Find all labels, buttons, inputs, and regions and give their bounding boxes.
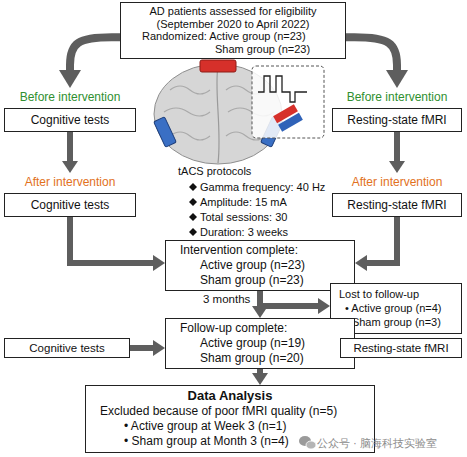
protocol-text: Amplitude: 15 mA bbox=[200, 195, 287, 209]
flow-arrow bbox=[394, 132, 400, 162]
process-box: Follow-up complete:Active group (n=19) S… bbox=[165, 318, 355, 369]
process-box: Cognitive tests bbox=[4, 338, 130, 358]
flow-arrow bbox=[130, 345, 154, 351]
protocol-text: tACS protocols bbox=[178, 164, 251, 178]
process-box: Before interventionCognitive tests bbox=[4, 88, 136, 132]
bullet-diamond bbox=[189, 213, 197, 221]
node-text: Resting-state fMRI bbox=[332, 193, 462, 217]
node-text: • Active group at Week 3 (n=1) bbox=[124, 419, 368, 434]
square-wave bbox=[258, 76, 307, 102]
bullet-diamond bbox=[189, 198, 197, 206]
flow-arrow bbox=[70, 37, 120, 70]
brain-illustration bbox=[154, 60, 324, 164]
waveform-inset bbox=[252, 66, 324, 138]
flow-arrow bbox=[257, 369, 263, 374]
bullet-diamond bbox=[189, 183, 197, 191]
protocol-text: Gamma frequency: 40 Hz bbox=[200, 180, 325, 194]
node-text: Active group (n=23) Sham group (n=23) bbox=[200, 258, 325, 288]
blue-electrode bbox=[278, 113, 303, 132]
bullet-diamonds bbox=[189, 183, 197, 236]
blue-electrode-pad bbox=[154, 117, 177, 147]
process-box: AD patients assessed for eligibility (Se… bbox=[120, 2, 346, 59]
node-text: Intervention complete: bbox=[166, 243, 354, 258]
node-text: Lost to follow-up bbox=[339, 287, 453, 301]
protocol-text: Duration: 3 weeks bbox=[200, 225, 288, 239]
electrode-pair-icon bbox=[273, 104, 303, 132]
node-text: Resting-state fMRI bbox=[332, 108, 462, 132]
protocol-text: Total sessions: 30 bbox=[200, 210, 287, 224]
node-text: Cognitive tests bbox=[4, 108, 136, 132]
node-text: Resting-state fMRI bbox=[353, 342, 448, 354]
flow-arrow bbox=[70, 217, 154, 263]
process-box: Intervention complete:Active group (n=23… bbox=[165, 240, 355, 291]
node-text: After intervention bbox=[332, 173, 462, 191]
node-text: Cognitive tests bbox=[4, 193, 136, 217]
process-box: Before interventionResting-state fMRI bbox=[332, 88, 462, 132]
process-box: Resting-state fMRI bbox=[340, 338, 462, 358]
watermark: 公众号 · 脑海科技实验室 bbox=[317, 436, 437, 450]
flow-arrow bbox=[260, 291, 319, 306]
node-text: Randomized: Active group (n=23) Sham gro… bbox=[142, 30, 322, 55]
node-text: • Sham group (n=3) bbox=[345, 315, 453, 329]
bullet-diamond bbox=[189, 228, 197, 236]
flow-arrow bbox=[346, 37, 397, 70]
node-text: AD patients assessed for eligibility (Se… bbox=[124, 5, 342, 30]
node-text: • Active group (n=4) bbox=[345, 301, 453, 315]
node-text: Active group (n=19) Sham group (n=20) bbox=[200, 336, 325, 366]
node-text: After intervention bbox=[4, 173, 136, 191]
red-electrode bbox=[200, 60, 236, 72]
node-text: Follow-up complete: bbox=[166, 321, 354, 336]
node-text: Before intervention bbox=[332, 88, 462, 106]
node-text: Cognitive tests bbox=[29, 342, 104, 354]
edge-label: 3 months bbox=[203, 292, 250, 306]
brain-midline bbox=[217, 66, 219, 163]
process-box: After interventionResting-state fMRI bbox=[332, 173, 462, 217]
blue-electrode bbox=[154, 117, 177, 147]
flow-arrow bbox=[367, 217, 398, 263]
flow-arrow bbox=[67, 132, 73, 162]
node-text: Data Analysis bbox=[92, 388, 368, 404]
node-text: Before intervention bbox=[4, 88, 136, 106]
process-box: After interventionCognitive tests bbox=[4, 173, 136, 217]
node-text: Excluded because of poor fMRI quality (n… bbox=[100, 404, 368, 419]
